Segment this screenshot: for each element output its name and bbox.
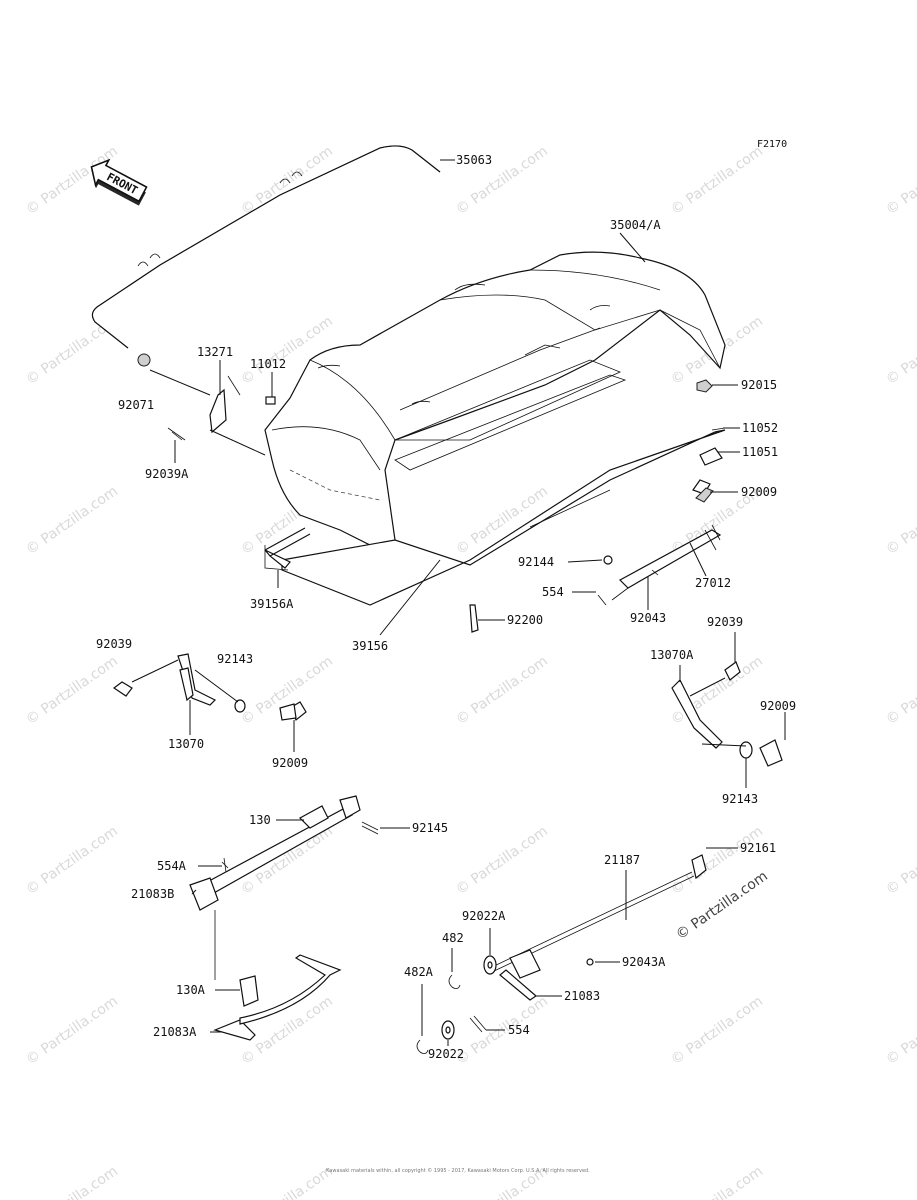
callout-11051: 11051 <box>742 445 778 459</box>
callout-92022A: 92022A <box>462 909 506 923</box>
washer-92022A <box>483 955 497 975</box>
callout-554-bottom: 554 <box>508 1023 530 1037</box>
callout-13070A: 13070A <box>650 648 694 662</box>
callout-482A: 482A <box>404 965 434 979</box>
callout-92022: 92022 <box>428 1047 464 1061</box>
callout-39156: 39156 <box>352 639 388 653</box>
watermark-text: © Partzilla.com <box>883 653 917 728</box>
figure-code: F2170 <box>757 139 787 150</box>
callout-92071: 92071 <box>118 398 154 412</box>
callout-labels: 35063 35004/A 13271 11012 92071 92015 11… <box>96 153 796 1061</box>
pad-11012 <box>265 396 276 405</box>
callout-92039A: 92039A <box>145 467 189 481</box>
watermark-text: © Partzilla.com <box>668 993 766 1068</box>
lever-21083B <box>189 795 379 911</box>
callout-130: 130 <box>249 813 271 827</box>
callout-92043: 92043 <box>630 611 666 625</box>
bracket-13271 <box>209 375 241 434</box>
watermark-text: © Partzilla.com <box>23 483 121 558</box>
seal-39156A <box>264 527 311 571</box>
pin-92200 <box>469 604 479 633</box>
watermark-text: © Partzilla.com <box>883 993 917 1068</box>
callout-92039-left: 92039 <box>96 637 132 651</box>
nut-92015 <box>696 379 713 393</box>
watermark-text: © Partzilla.com <box>23 823 121 898</box>
callout-554A: 554A <box>157 859 187 873</box>
pin-554 <box>469 1015 487 1033</box>
rod-35063 <box>91 145 441 349</box>
callout-92015: 92015 <box>741 378 777 392</box>
callout-92009-left: 92009 <box>272 756 308 770</box>
washer-92071 <box>137 353 151 367</box>
callout-92009-right: 92009 <box>760 699 796 713</box>
watermark-text: © Partzilla.com <box>23 653 121 728</box>
callout-92039-right: 92039 <box>707 615 743 629</box>
copyright-note: Kawasaki materials within, all copyright… <box>326 1167 590 1174</box>
clip-482A <box>416 1039 429 1054</box>
callout-21083A: 21083A <box>153 1025 197 1039</box>
callout-130A: 130A <box>176 983 206 997</box>
callout-554-top: 554 <box>542 585 564 599</box>
callout-92144: 92144 <box>518 555 554 569</box>
watermark-text: © Partzilla.com <box>453 823 551 898</box>
callout-92161: 92161 <box>740 841 776 855</box>
rod-21187 <box>489 854 707 1001</box>
callout-482: 482 <box>442 931 464 945</box>
watermark-text: © Partzilla.com <box>23 1163 121 1200</box>
bracket-11051 <box>699 447 723 466</box>
watermark-text: © Partzilla.com <box>238 1163 336 1200</box>
callout-92145: 92145 <box>412 821 448 835</box>
watermark-text: © Partzilla.com <box>668 1163 766 1200</box>
callout-92200: 92200 <box>507 613 543 627</box>
washer-92022 <box>441 1020 455 1040</box>
callout-92143-right: 92143 <box>722 792 758 806</box>
watermark-text: © Partzilla.com <box>668 143 766 218</box>
callout-39156A: 39156A <box>250 597 294 611</box>
bracket-21083A <box>213 910 342 1041</box>
callout-13271: 13271 <box>197 345 233 359</box>
latch-27012 <box>597 524 722 606</box>
watermark-text: © Partzilla.com <box>453 653 551 728</box>
callout-21083: 21083 <box>564 989 600 1003</box>
callout-27012: 27012 <box>695 576 731 590</box>
callout-35004A: 35004/A <box>610 218 661 232</box>
clip-482 <box>448 974 461 989</box>
watermark-text: © Partzilla.com <box>883 483 917 558</box>
callout-35063: 35063 <box>456 153 492 167</box>
leader-lines <box>131 159 786 1046</box>
watermark-text: © Partzilla.com <box>883 823 917 898</box>
callout-21083B: 21083B <box>131 887 174 901</box>
clip-92039A <box>167 427 186 441</box>
callout-92043A: 92043A <box>622 955 666 969</box>
hinge-13070 <box>112 653 307 721</box>
callout-92143-left: 92143 <box>217 652 253 666</box>
watermark-text: © Partzilla.com <box>883 1163 917 1200</box>
watermark-text: © Partzilla.com <box>453 993 551 1068</box>
callout-13070: 13070 <box>168 737 204 751</box>
cover-35004A <box>264 251 726 551</box>
watermark-text: © Partzilla.com <box>883 143 917 218</box>
watermark-text: © Partzilla.com <box>23 993 121 1068</box>
strip-11052 <box>711 427 726 431</box>
watermark-text: © Partzilla.com <box>883 313 917 388</box>
callout-11012: 11012 <box>250 357 286 371</box>
callout-11052: 11052 <box>742 421 778 435</box>
bolt-92009-top <box>692 479 714 503</box>
callout-92009-top: 92009 <box>741 485 777 499</box>
callout-21187: 21187 <box>604 853 640 867</box>
panel-39156 <box>281 359 726 606</box>
